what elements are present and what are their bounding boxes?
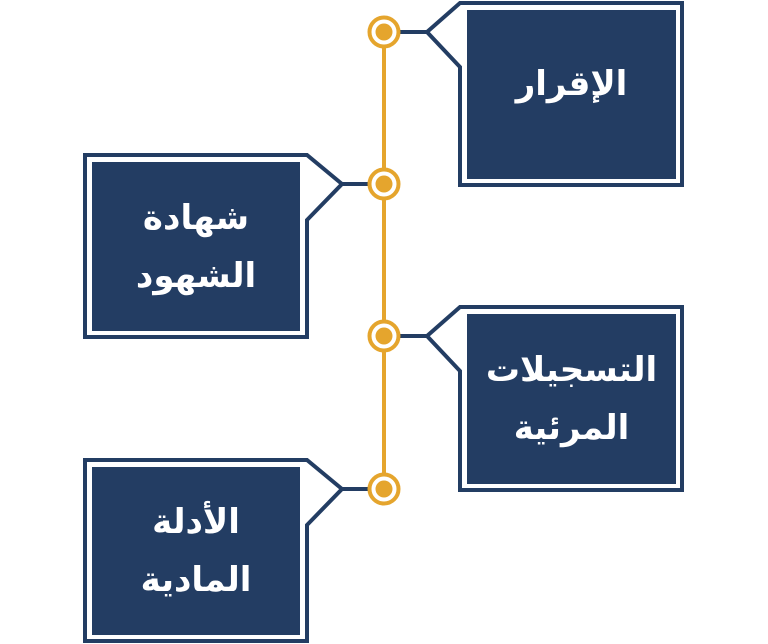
timeline-item-2-label: شهادة الشهود — [135, 197, 257, 296]
timeline-item-2-label-box: شهادة الشهود — [92, 162, 300, 331]
callout-fill — [467, 314, 676, 484]
callout-outline — [424, 305, 684, 492]
timeline-item-3-graphics — [400, 305, 684, 492]
timeline-item-1-graphics — [400, 1, 684, 187]
timeline-item-3-label-box: التسجيلات المرئية — [467, 314, 676, 484]
callout-outline — [83, 458, 345, 643]
timeline-item-4-label-box: الأدلة المادية — [92, 467, 300, 635]
timeline-item-3-label: التسجيلات المرئية — [485, 350, 658, 448]
callout-outline — [424, 1, 684, 187]
timeline-item-1-label: الإقرار — [515, 64, 628, 104]
callout-fill — [92, 162, 300, 331]
timeline-node-2 — [367, 167, 401, 201]
timeline-node-3 — [367, 319, 401, 353]
timeline-item-4-graphics — [83, 458, 368, 643]
callout-outline — [83, 153, 345, 339]
timeline-node-1 — [367, 15, 401, 49]
callout-fill — [92, 467, 300, 635]
timeline-item-4-label: الأدلة المادية — [140, 502, 252, 600]
timeline-item-2-graphics — [83, 153, 368, 339]
callout-fill — [467, 10, 676, 179]
timeline-item-1-label-box: الإقرار — [467, 10, 676, 158]
timeline-node-4 — [367, 472, 401, 506]
